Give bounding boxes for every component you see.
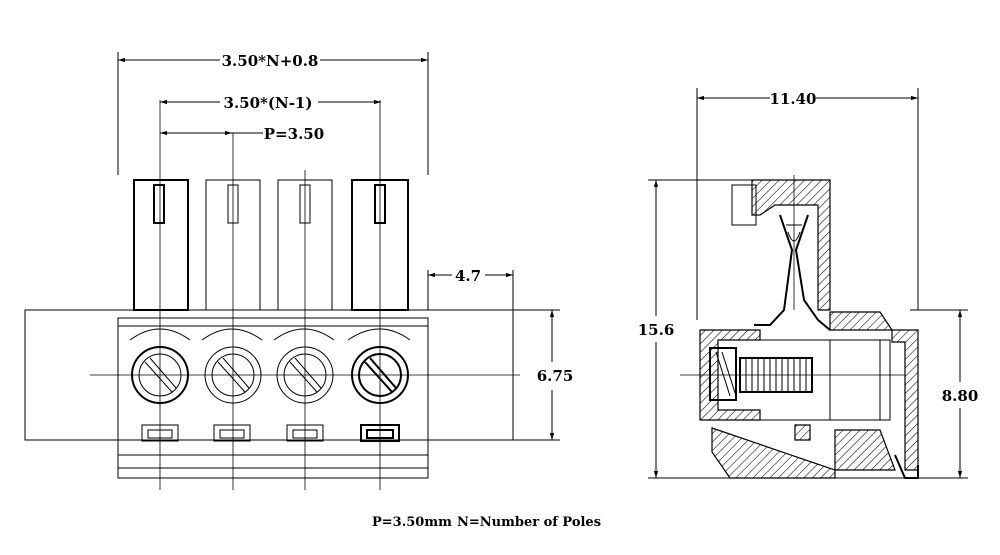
dim-body-height: 8.80: [942, 387, 979, 405]
dim-pitch: P=3.50: [264, 125, 324, 143]
dim-total-height: 15.6: [638, 321, 675, 339]
caption: P=3.50mm N=Number of Poles: [372, 515, 601, 530]
side-view: 11.40 15.6 8.80: [638, 88, 979, 479]
front-view: 3.50*N+0.8 3.50*(N-1) P=3.50: [24, 52, 574, 490]
caption-poles: N=Number of Poles: [457, 515, 601, 530]
dim-span: 3.50*(N-1): [224, 94, 313, 112]
dim-height: 6.75: [537, 367, 574, 385]
dim-overall-width: 3.50*N+0.8: [222, 52, 319, 70]
dim-depth: 4.7: [455, 267, 481, 285]
caption-pitch: P=3.50mm: [372, 515, 452, 530]
dim-side-width: 11.40: [770, 90, 817, 108]
